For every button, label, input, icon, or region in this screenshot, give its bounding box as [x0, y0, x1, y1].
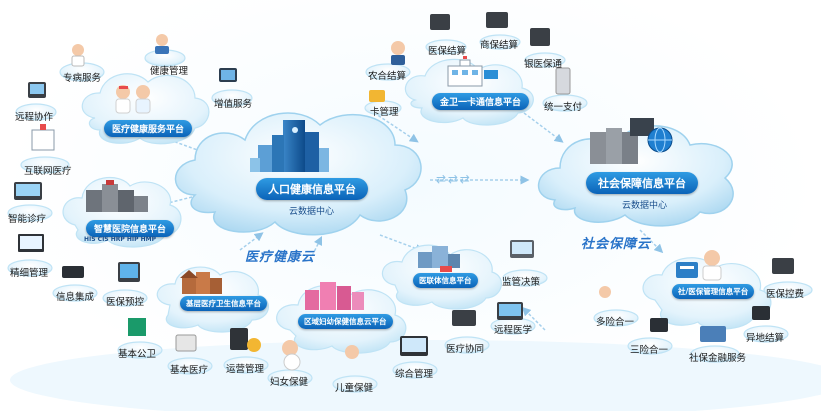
center-platform-subtitle: 云数据中心 — [289, 207, 335, 217]
item-value-added: 增值服务 — [214, 99, 253, 110]
item-supervision: 监管决策 — [502, 277, 541, 288]
item-child-health: 儿童保健 — [335, 383, 374, 394]
public-health-icon — [128, 318, 146, 336]
internet-hospital-icon — [31, 129, 55, 151]
social-platform-title: 社会保障信息平台 — [586, 172, 698, 194]
insurance-settle-icon — [430, 14, 450, 30]
maternal-buildings-icon — [305, 282, 364, 310]
item-public-health: 基本公卫 — [118, 349, 157, 360]
item-insurance-settle: 医保结算 — [428, 46, 467, 57]
item-three-insurance: 三险合一 — [630, 345, 669, 356]
clinic-buildings-icon — [180, 270, 222, 294]
operations-tablet-icon — [230, 328, 248, 350]
health-service-title: 医疗健康服务平台 — [104, 120, 193, 137]
item-specialty-service: 专病服务 — [63, 73, 102, 84]
item-comprehensive-mgmt: 综合管理 — [395, 369, 434, 380]
basic-medical-icon — [175, 334, 197, 352]
item-commercial-settle: 商保结算 — [480, 40, 519, 51]
doctors-icon — [115, 85, 151, 114]
item-smart-diagnosis: 智能诊疗 — [8, 214, 47, 225]
commercial-settle-icon — [486, 12, 508, 28]
health-manager-icon — [156, 34, 168, 46]
center-cloud — [174, 112, 422, 236]
item-operations: 运营管理 — [226, 364, 265, 375]
payment-kiosk-icon — [555, 67, 571, 95]
integration-switch-icon — [62, 266, 84, 278]
item-card-management: 卡管理 — [370, 107, 399, 118]
remote-settle-icon — [752, 306, 770, 320]
item-remote-collab: 远程协作 — [15, 112, 54, 123]
bank-insurance-icon — [530, 28, 550, 46]
item-info-integration: 信息集成 — [56, 292, 95, 303]
specialist-icon — [72, 44, 84, 56]
social-platform-subtitle: 云数据中心 — [622, 201, 668, 211]
link-arrows-icon: ⇄ ⇄ ⇄ — [436, 172, 470, 186]
item-health-management: 健康管理 — [150, 66, 189, 77]
item-insurance-precontrol: 医保预控 — [106, 297, 145, 308]
item-multi-insurance: 多险合一 — [596, 317, 635, 328]
alliance-title: 医联体信息平台 — [413, 273, 478, 288]
cost-control-screen-icon — [772, 258, 794, 274]
item-bank-insurance: 银医保通 — [524, 59, 563, 70]
hospital-building-icon — [447, 56, 498, 87]
social-cloud-label: 社会保障云 — [581, 237, 652, 252]
hospital-blocks-icon — [86, 180, 148, 212]
item-cost-control: 医保控费 — [766, 289, 805, 300]
primary-care-title: 基层医疗卫生信息平台 — [180, 296, 267, 311]
item-basic-medical: 基本医疗 — [170, 365, 209, 376]
smart-hospital-title: 智慧医院信息平台 — [86, 220, 175, 237]
insurance-people-icon — [676, 250, 722, 281]
server-icon — [590, 118, 673, 164]
item-telemedicine: 远程医学 — [494, 325, 533, 336]
medical-cloud-label: 医疗健康云 — [245, 250, 316, 265]
pregnant-woman-icon — [282, 340, 298, 356]
card-icon — [369, 90, 385, 102]
finance-service-icon — [700, 326, 726, 342]
card-platform-title: 金卫一卡通信息平台 — [432, 93, 530, 110]
item-icons — [14, 12, 794, 371]
center-building-icon — [250, 120, 329, 172]
center-platform-title: 人口健康信息平台 — [256, 178, 368, 200]
multi-insurance-person-icon — [599, 286, 611, 298]
item-remote-settlement: 异地结算 — [746, 333, 785, 344]
item-women-health: 妇女保健 — [270, 377, 309, 388]
item-internet-medical: 互联网医疗 — [24, 166, 72, 177]
item-rural-settle: 农合结算 — [368, 71, 407, 82]
rural-insurance-person-icon — [391, 41, 405, 55]
maternal-title: 区域妇幼保健信息云平台 — [298, 314, 393, 329]
item-medical-coop: 医疗协同 — [446, 344, 485, 355]
item-finance-service: 社保金融服务 — [689, 353, 747, 364]
insurance-title: 社/医保管理信息平台 — [672, 284, 755, 299]
child-icon — [345, 345, 359, 359]
smart-hospital-subtitle: HIS CIS HRP HIP HMP — [84, 236, 156, 243]
three-insurance-icon — [650, 318, 668, 332]
cooperation-screen-icon — [452, 310, 476, 326]
chart-pie-icon — [247, 338, 261, 352]
item-fine-management: 精细管理 — [10, 268, 49, 279]
item-unified-payment: 统一支付 — [544, 102, 583, 113]
alliance-buildings-icon — [418, 246, 460, 272]
